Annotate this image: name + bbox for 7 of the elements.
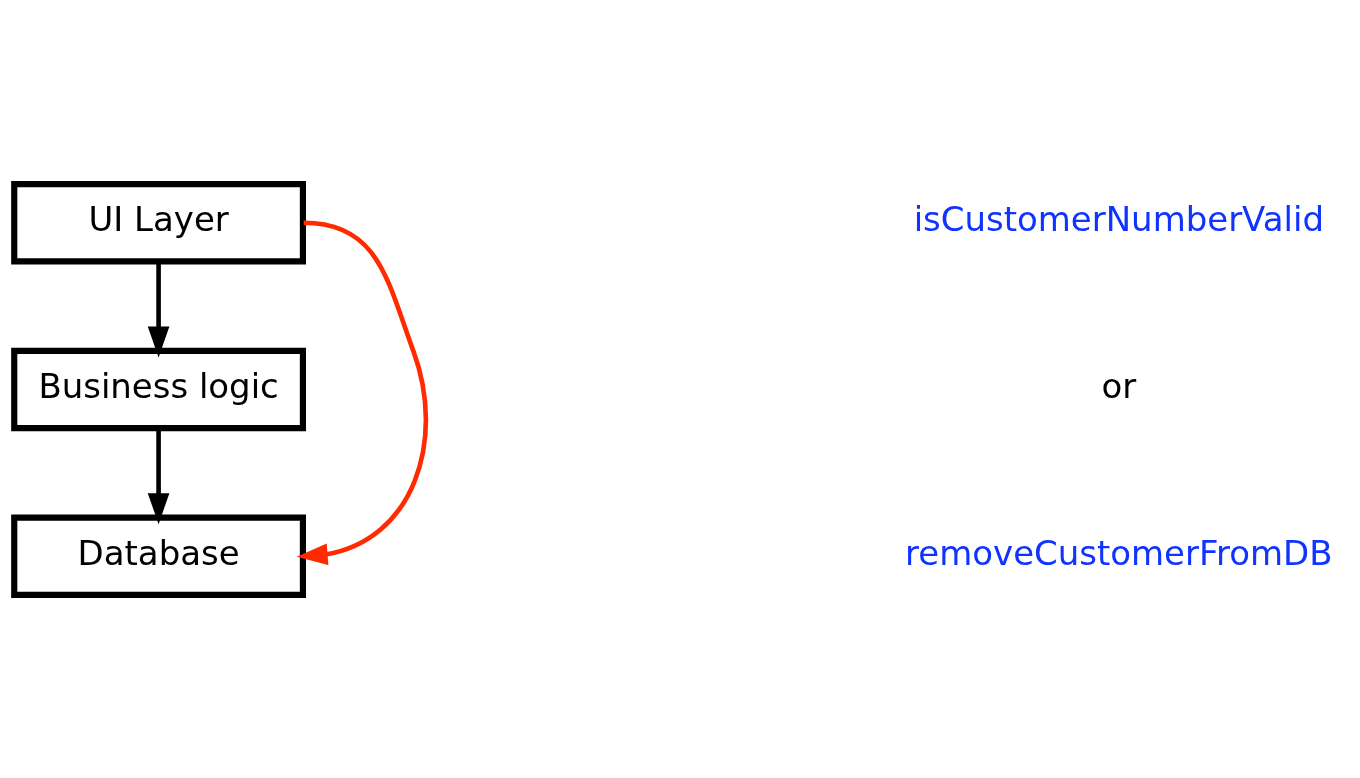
label: or — [1101, 365, 1137, 406]
arrow — [296, 219, 429, 565]
node-box: Database — [11, 514, 306, 598]
node-box: UI Layer — [11, 180, 306, 264]
node-box: Business logic — [11, 347, 306, 431]
label: removeCustomerFromDB — [905, 532, 1333, 573]
label: isCustomerNumberValid — [913, 198, 1324, 239]
